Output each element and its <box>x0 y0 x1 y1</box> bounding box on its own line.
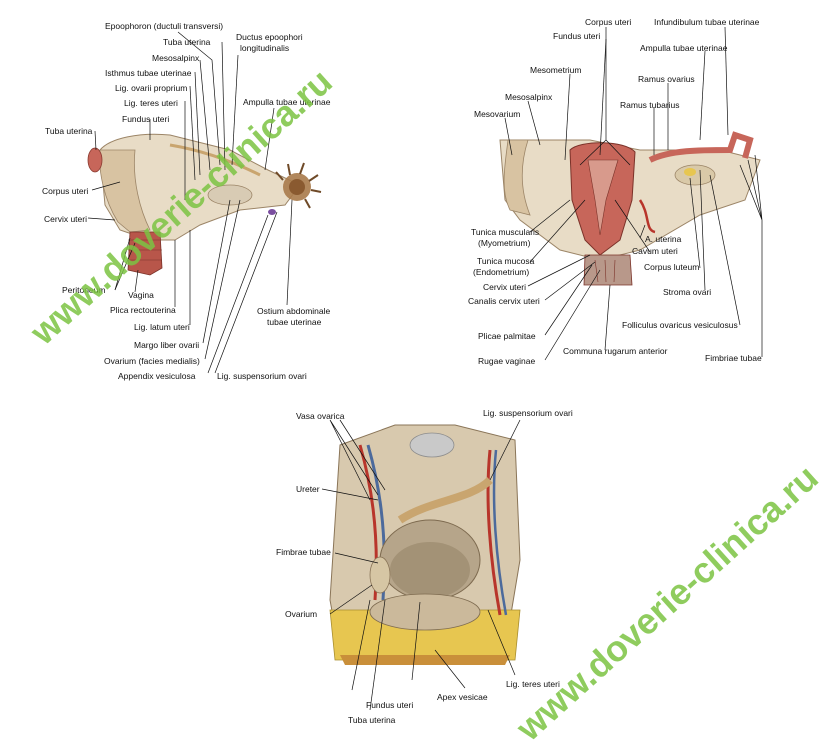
label-lig-susp: Lig. suspensorium ovari <box>483 408 573 418</box>
label-tuba-left: Tuba uterina <box>45 126 93 136</box>
label-ductus-epoophori: Ductus epoophori <box>236 32 303 42</box>
label-margo: Margo liber ovarii <box>134 340 200 350</box>
label-corpus: Corpus uteri <box>585 17 632 27</box>
corpus-luteum-icon <box>684 168 696 176</box>
label-infundibulum: Infundibulum tubae uterinae <box>654 17 760 27</box>
label-lig-teres: Lig. teres uteri <box>124 98 178 108</box>
fimbriae-icon <box>275 162 322 209</box>
label-cervix: Cervix uteri <box>44 214 87 224</box>
label-mesometrium: Mesometrium <box>530 65 582 75</box>
label-rugae: Rugae vaginae <box>478 356 536 366</box>
label-fimbrae: Fimbrae tubae <box>276 547 331 557</box>
label-endometrium: (Endometrium) <box>473 267 530 277</box>
label-peritoneum: Peritoneum <box>62 285 106 295</box>
label-ramus-tubarius: Ramus tubarius <box>620 100 680 110</box>
label-ostium-2: tubae uterinae <box>267 317 322 327</box>
label-fundus: Fundus uteri <box>553 31 601 41</box>
label-plica: Plica rectouterina <box>110 305 176 315</box>
label-stroma: Stroma ovari <box>663 287 712 297</box>
label-cavum: Cavum uteri <box>632 246 678 256</box>
label-tunica-musc: Tunica muscularis <box>471 227 540 237</box>
label-ovarium: Ovarium <box>285 609 318 619</box>
label-fimbriae: Fimbriae tubae <box>705 353 762 363</box>
label-longitudinalis: longitudinalis <box>240 43 290 53</box>
label-a-uterina: A. uterina <box>645 234 682 244</box>
label-tuba-uterina: Tuba uterina <box>163 37 211 47</box>
label-corpus-luteum: Corpus luteum <box>644 262 700 272</box>
label-lig-ovarii: Lig. ovarii proprium <box>115 83 188 93</box>
label-ampulla: Ampulla tubae uterinae <box>243 97 331 107</box>
label-vasa: Vasa ovarica <box>296 411 345 421</box>
label-mesosalpinx: Mesosalpinx <box>152 53 200 63</box>
label-ostium: Ostium abdominale <box>257 306 331 316</box>
tube-cut-icon <box>87 147 103 173</box>
label-mesovarium: Mesovarium <box>474 109 521 119</box>
label-canalis: Canalis cervix uteri <box>468 296 540 306</box>
label-appendix: Appendix vesiculosa <box>118 371 196 381</box>
label-cervix: Cervix uteri <box>483 282 526 292</box>
label-communa: Communa rugarum anterior <box>563 346 668 356</box>
label-fundus: Fundus uteri <box>122 114 170 124</box>
label-ovarium-med: Ovarium (facies medialis) <box>104 356 200 366</box>
label-ramus-ovarius: Ramus ovarius <box>638 74 695 84</box>
label-ureter: Ureter <box>296 484 320 494</box>
label-isthmus: Isthmus tubae uterinae <box>105 68 192 78</box>
label-lig-latum: Lig. latum uteri <box>134 322 190 332</box>
label-apex: Apex vesicae <box>437 692 488 702</box>
label-folliculus: Folliculus ovaricus vesiculosus <box>622 320 738 330</box>
label-lig-teres: Lig. teres uteri <box>506 679 560 689</box>
label-lig-susp: Lig. suspensorium ovari <box>217 371 307 381</box>
appendix-icon <box>268 209 276 215</box>
label-fundus: Fundus uteri <box>366 700 414 710</box>
figure3-illustration <box>329 424 521 665</box>
label-vagina: Vagina <box>128 290 154 300</box>
label-mesosalpinx: Mesosalpinx <box>505 92 553 102</box>
label-myometrium: (Myometrium) <box>478 238 531 248</box>
label-plicae: Plicae palmitae <box>478 331 536 341</box>
label-corpus: Corpus uteri <box>42 186 89 196</box>
label-epoophoron: Epoophoron (ductuli transversi) <box>105 21 224 31</box>
label-tunica-muc: Tunica mucosa <box>477 256 535 266</box>
figure2-illustration <box>499 131 761 286</box>
label-tuba: Tuba uterina <box>348 715 396 725</box>
label-ampulla: Ampulla tubae uterinae <box>640 43 728 53</box>
